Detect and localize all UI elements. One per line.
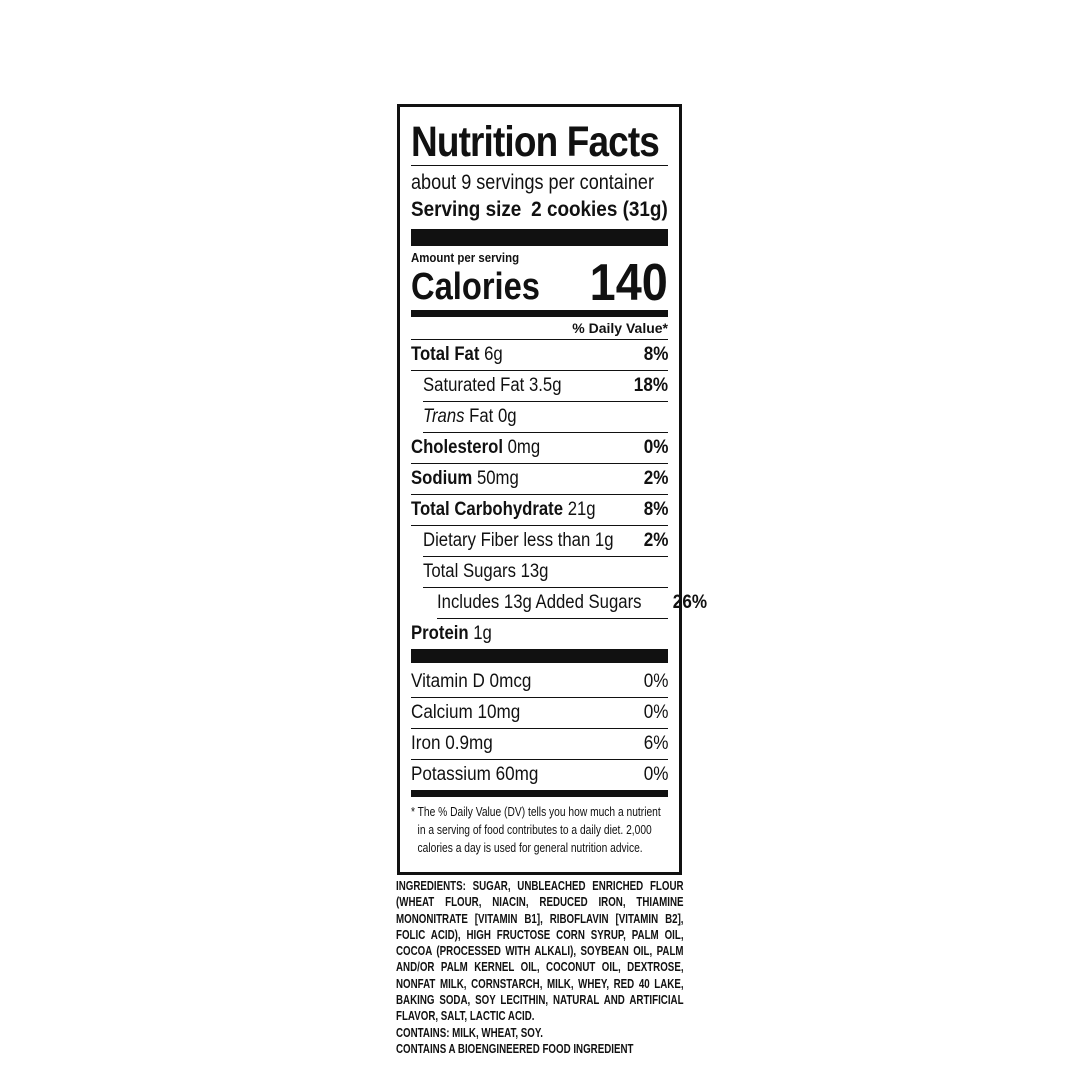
vitamin-name: Vitamin D 0mcg xyxy=(411,671,532,692)
nutrient-dv: 8% xyxy=(643,499,668,520)
nutrient-row-added-sugars: Includes 13g Added Sugars 26% xyxy=(437,588,707,619)
nutrient-amount: 6g xyxy=(484,344,503,365)
nutrient-amount: 0mg xyxy=(507,437,541,458)
medium-divider xyxy=(411,310,668,317)
calories-value: 140 xyxy=(589,254,668,312)
nutrient-amount: 50mg xyxy=(476,468,519,489)
daily-value-footnote: * The % Daily Value (DV) tells you how m… xyxy=(411,805,661,855)
nutrient-row-trans-fat: Trans Fat 0g xyxy=(423,402,668,433)
daily-value-header: % Daily Value* xyxy=(411,317,668,340)
nutrient-name: Includes 13g Added Sugars xyxy=(437,592,642,613)
nutrient-name: Saturated Fat 3.5g xyxy=(423,375,562,396)
nutrient-amount: 1g xyxy=(473,623,492,644)
vitamin-row: Vitamin D 0mcg 0% xyxy=(411,667,668,698)
nutrient-row-sodium: Sodium 50mg 2% xyxy=(411,464,668,495)
nutrient-dv: 0% xyxy=(643,437,668,458)
bioengineered-statement: CONTAINS A BIOENGINEERED FOOD INGREDIENT xyxy=(396,1041,634,1056)
vitamin-dv: 6% xyxy=(643,733,668,754)
vitamin-name: Potassium 60mg xyxy=(411,764,539,785)
vitamin-row: Iron 0.9mg 6% xyxy=(411,729,668,760)
nutrient-dv: 8% xyxy=(643,344,668,365)
thick-divider xyxy=(411,649,668,663)
label-title: Nutrition Facts xyxy=(411,118,660,166)
medium-divider xyxy=(411,790,668,797)
vitamin-name: Iron 0.9mg xyxy=(411,733,493,754)
vitamin-row: Calcium 10mg 0% xyxy=(411,698,668,729)
vitamin-row: Potassium 60mg 0% xyxy=(411,760,668,790)
ingredients-text: SUGAR, UNBLEACHED ENRICHED FLOUR (WHEAT … xyxy=(396,879,684,1024)
nutrient-dv: 26% xyxy=(673,592,708,613)
nutrient-name: Total Sugars 13g xyxy=(423,561,549,582)
nutrient-row-protein: Protein 1g xyxy=(411,619,668,649)
nutrient-name: Cholesterol xyxy=(411,437,503,458)
vitamin-dv: 0% xyxy=(643,671,668,692)
allergen-statement: CONTAINS: MILK, WHEAT, SOY. xyxy=(396,1025,543,1040)
vitamin-dv: 0% xyxy=(643,764,668,785)
amount-per-serving: Amount per serving xyxy=(411,250,520,265)
nutrient-row-total-carbohydrate: Total Carbohydrate 21g 8% xyxy=(411,495,668,526)
nutrition-facts-label: Nutrition Facts about 9 servings per con… xyxy=(397,104,707,875)
nutrient-name: Total Carbohydrate xyxy=(411,499,564,520)
nutrient-dv: 2% xyxy=(643,530,668,551)
nutrient-dv: 18% xyxy=(633,375,668,396)
nutrient-row-total-sugars: Total Sugars 13g xyxy=(423,557,668,588)
nutrient-row-total-fat: Total Fat 6g 8% xyxy=(411,340,668,371)
nutrient-name: Dietary Fiber less than 1g xyxy=(423,530,614,551)
nutrient-name-italic: Trans xyxy=(423,406,465,427)
vitamin-name: Calcium 10mg xyxy=(411,702,521,723)
vitamin-dv: 0% xyxy=(643,702,668,723)
serving-size-row: Serving size 2 cookies (31g) xyxy=(411,196,668,224)
nutrient-name: Protein xyxy=(411,623,469,644)
nutrient-dv: 2% xyxy=(643,468,668,489)
ingredients-heading: INGREDIENTS: xyxy=(396,879,466,893)
servings-per-container: about 9 servings per container xyxy=(411,171,654,194)
title-divider xyxy=(411,165,668,166)
nutrient-name: Total Fat xyxy=(411,344,480,365)
calories-label: Calories xyxy=(411,266,540,308)
calories-row: Calories 140 xyxy=(411,257,668,309)
nutrient-name: Fat 0g xyxy=(464,406,517,427)
ingredients-list: INGREDIENTS: SUGAR, UNBLEACHED ENRICHED … xyxy=(396,878,684,1025)
ingredients-block: INGREDIENTS: SUGAR, UNBLEACHED ENRICHED … xyxy=(396,878,684,1057)
nutrient-row-saturated-fat: Saturated Fat 3.5g 18% xyxy=(423,371,668,402)
nutrient-amount: 21g xyxy=(567,499,596,520)
serving-size-value: 2 cookies (31g) xyxy=(531,198,668,221)
nutrient-row-dietary-fiber: Dietary Fiber less than 1g 2% xyxy=(423,526,668,557)
thick-divider xyxy=(411,229,668,246)
serving-size-label: Serving size xyxy=(411,198,522,221)
nutrient-name: Sodium xyxy=(411,468,473,489)
nutrient-row-cholesterol: Cholesterol 0mg 0% xyxy=(411,433,668,464)
